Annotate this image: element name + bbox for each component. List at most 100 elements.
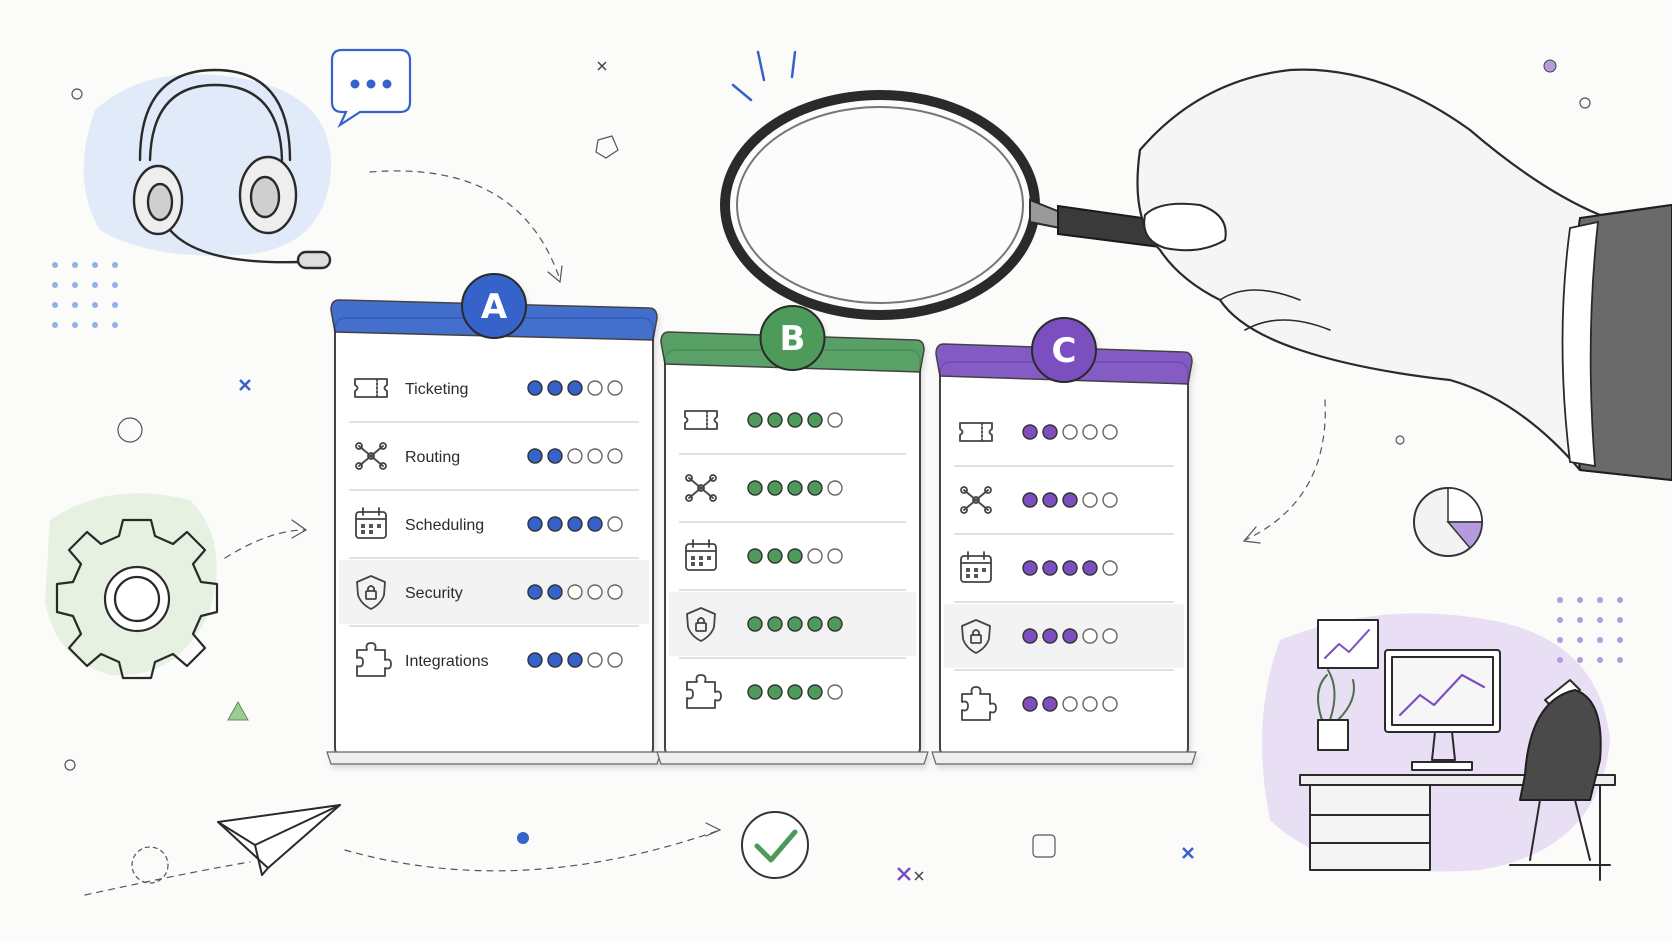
rating-dot-filled [787,616,803,632]
criterion-row-routing [679,474,906,523]
rating-dot-empty [607,448,623,464]
criterion-row-scheduling: Scheduling [349,507,639,559]
criterion-row-integrations: Integrations [356,642,623,677]
rating-dot-filled [1022,424,1038,440]
rating-dot-filled [787,412,803,428]
rating-dot-filled [527,652,543,668]
card-body [939,361,1189,759]
rating-dot-empty [1102,628,1118,644]
rating-dot-empty [567,584,583,600]
rating-dot-filled [827,616,843,632]
criterion-row-scheduling [954,551,1174,603]
vendor-letter: B [780,319,806,359]
rating-dot-filled [1022,696,1038,712]
criterion-row-ticketing [679,410,906,455]
criterion-row-routing [954,486,1174,535]
rating-dot-filled [1022,492,1038,508]
calendar-icon [960,551,992,583]
rating-dot-filled [527,448,543,464]
puzzle-icon [356,642,392,677]
puzzle-icon [961,686,997,721]
rating-dot-empty [587,652,603,668]
criterion-row-routing: Routing [349,442,639,491]
rating-dot-empty [827,548,843,564]
rating-dot-filled [1082,560,1098,576]
calendar-icon [355,507,387,539]
vendor-comparison-cards: A TicketingRoutingSchedulingSecurityInteg… [326,273,1197,765]
rating-dot-empty [827,684,843,700]
rating-dot-filled [747,548,763,564]
headset-icon [132,68,332,270]
rating-dot-empty [1102,492,1118,508]
rating-dots [747,616,843,632]
rating-dots [1022,696,1118,712]
card-base [326,751,662,765]
rating-dot-empty [607,380,623,396]
rating-dots [527,380,623,396]
gear-icon [55,518,219,680]
rating-dot-empty [827,480,843,496]
criterion-row-integrations [686,674,843,709]
criterion-row-ticketing [954,422,1174,467]
rating-dot-empty [1082,696,1098,712]
shield-lock-icon [686,607,716,642]
rating-dots [747,412,843,428]
rating-dot-empty [587,380,603,396]
criterion-row-integrations [961,686,1118,721]
card-base [656,751,929,765]
dot-grid-blue [52,262,118,328]
dot-grid-purple [1557,597,1623,663]
criterion-label: Routing [405,449,460,466]
rating-dots [527,652,623,668]
desk-workstation-icon [1299,619,1616,881]
rating-dots [1022,492,1118,508]
dashed-arrows [84,170,1326,896]
rating-dot-empty [1082,492,1098,508]
routing-icon [355,442,387,470]
rating-dot-filled [767,684,783,700]
rating-dots [527,448,623,464]
shield-lock-icon [961,619,991,654]
rating-dot-filled [807,480,823,496]
hand-icon [1136,68,1672,482]
rating-dot-empty [587,448,603,464]
criterion-row-scheduling [679,539,906,591]
vendor-letter-badge [1031,317,1097,383]
rating-dot-empty [607,584,623,600]
vendor-card-b: B [656,305,929,765]
shield-lock-icon [356,575,386,610]
check-circle-icon [741,811,809,879]
rating-dot-empty [827,412,843,428]
rating-dot-empty [1102,424,1118,440]
rating-dot-filled [547,448,563,464]
card-base [931,751,1197,765]
vendor-letter: A [481,287,508,327]
rating-dot-filled [1022,560,1038,576]
rating-dot-filled [747,684,763,700]
rating-dot-filled [547,516,563,532]
rating-dot-filled [547,584,563,600]
criterion-row-ticketing: Ticketing [349,378,639,423]
ticket-icon [354,378,388,398]
rating-dot-empty [587,584,603,600]
criterion-label: Security [405,585,463,602]
rating-dot-filled [567,652,583,668]
vendor-letter-badge [759,305,826,371]
rating-dot-filled [1062,492,1078,508]
calendar-icon [685,539,717,571]
criterion-label: Scheduling [405,517,484,534]
puzzle-icon [686,674,722,709]
vendor-letter-badge [461,273,527,339]
rating-dot-filled [567,516,583,532]
rating-dot-filled [767,412,783,428]
rating-dot-filled [767,480,783,496]
rating-dot-filled [807,616,823,632]
rating-dot-filled [1042,560,1058,576]
rating-dot-empty [1082,424,1098,440]
rating-dots [1022,560,1118,576]
rating-dot-empty [807,548,823,564]
rating-dot-filled [767,548,783,564]
rating-dot-filled [1042,628,1058,644]
rating-dot-filled [1042,696,1058,712]
